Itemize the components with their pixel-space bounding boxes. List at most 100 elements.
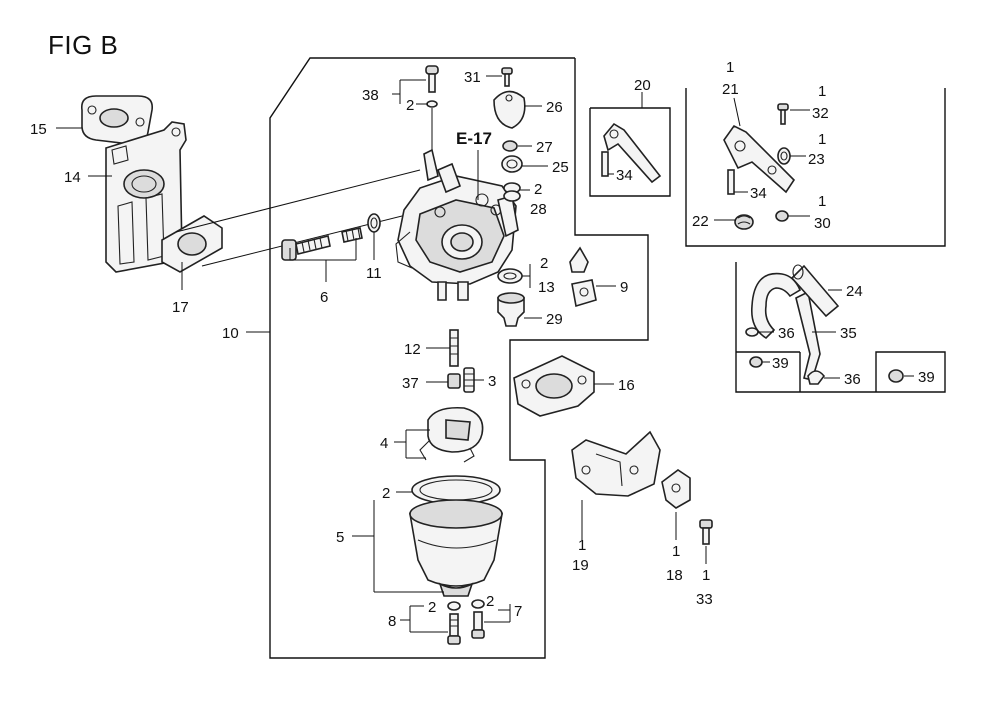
screw-part-33: [699, 519, 713, 545]
callout-23: 23: [808, 151, 825, 168]
callout-36-upper: 36: [778, 325, 795, 342]
callout-28: 28: [530, 201, 547, 218]
o-ring-part-28: [503, 182, 521, 202]
callout-22: 22: [692, 213, 709, 230]
callout-12: 12: [404, 341, 421, 358]
fuel-tube-box: [735, 262, 946, 393]
callout-33: 33: [696, 591, 713, 608]
choke-lever-box-20: [589, 107, 671, 197]
callout-36-lower: 36: [844, 371, 861, 388]
callout-24: 24: [846, 283, 863, 300]
insulator-bracket-part-14: [105, 121, 187, 273]
spring-part-27: [502, 140, 518, 152]
reference-E-17: E-17: [456, 129, 492, 148]
callout-18: 18: [666, 567, 683, 584]
callout-2-screw-washer: 2: [406, 97, 414, 114]
callout-37: 37: [402, 375, 419, 392]
callout-20: 20: [634, 77, 651, 94]
leader-lines: [56, 75, 914, 633]
callout-2-drain-washer: 2: [428, 599, 436, 616]
callout-39-left: 39: [772, 355, 789, 372]
callout-1-lever: 1: [672, 543, 680, 560]
spring-part-22: [734, 214, 754, 230]
drain-bolt-part-29: [497, 292, 525, 327]
callout-39-right: 39: [918, 369, 935, 386]
float-valve-part-9: [569, 246, 597, 308]
callout-7: 7: [514, 603, 522, 620]
needle-valve-part-25: [501, 155, 523, 173]
callout-1-bracket: 1: [578, 537, 586, 554]
figure-title: FIG B: [48, 30, 119, 60]
gasket-part-16: [513, 355, 595, 417]
callout-29: 29: [546, 311, 563, 328]
bolt-part-7: [471, 599, 485, 639]
callout-26: 26: [546, 99, 563, 116]
callout-30: 30: [814, 215, 831, 232]
spring-part-23: [777, 147, 791, 165]
callout-5: 5: [336, 529, 344, 546]
callout-17: 17: [172, 299, 189, 316]
callout-34-governor: 34: [750, 185, 767, 202]
nozzle-part-37: [447, 373, 461, 389]
callout-14: 14: [64, 169, 81, 186]
float-part-4: [419, 406, 484, 463]
callout-35: 35: [840, 325, 857, 342]
callout-16: 16: [618, 377, 635, 394]
bracket-part-19: [571, 430, 661, 497]
callout-1-nut-30: 1: [818, 193, 826, 210]
clip-part-36: [745, 327, 759, 337]
callout-1-group-21: 1: [726, 59, 734, 76]
callout-38: 38: [362, 87, 379, 104]
pilot-screw-part-6: [281, 227, 363, 261]
clamp-part-39b: [888, 369, 904, 383]
governor-arm-part-21: [723, 124, 796, 195]
callout-labels: 15 14 17 10 6 11 38 2 31 26 E-17 27 25 2…: [30, 59, 935, 630]
clamp-part-39: [749, 356, 763, 368]
screw-part-32: [777, 103, 789, 125]
callout-31: 31: [464, 69, 481, 86]
callout-2-o-ring: 2: [534, 181, 542, 198]
gasket-part-13: [497, 268, 523, 284]
callout-27: 27: [536, 139, 553, 156]
callout-6: 6: [320, 289, 328, 306]
clip-part-36b: [807, 370, 826, 385]
callout-1-screw-32: 1: [818, 83, 826, 100]
choke-lever-part-20: [601, 122, 662, 184]
governor-arm-box-21: [685, 88, 946, 247]
jet-part-3: [463, 367, 475, 393]
screw-part-38: [425, 65, 439, 150]
callout-4: 4: [380, 435, 388, 452]
callout-1-screw-33: 1: [702, 567, 710, 584]
callout-2-chamber-o-ring: 2: [382, 485, 390, 502]
callout-11: 11: [366, 265, 382, 282]
carburetor-assembly-frame: [269, 57, 649, 659]
screw-part-31: [501, 67, 513, 87]
nut-part-30: [775, 210, 789, 222]
callout-9: 9: [620, 279, 628, 296]
callout-1-spring-23: 1: [818, 131, 826, 148]
callout-34-choke: 34: [616, 167, 633, 184]
carburetor-body: [395, 148, 519, 301]
callout-13: 13: [538, 279, 555, 296]
drain-screw-part-8: [447, 601, 461, 645]
gasket-part-17: [161, 215, 223, 273]
callout-8: 8: [388, 613, 396, 630]
cover-part-26: [493, 90, 526, 129]
gasket-part-15: [80, 95, 154, 146]
callout-10: 10: [222, 325, 239, 342]
callout-21: 21: [722, 81, 739, 98]
callout-2-gasket: 2: [540, 255, 548, 272]
callout-2-bolt-washer: 2: [486, 593, 494, 610]
tube-part-24: [790, 264, 840, 318]
callout-19: 19: [572, 557, 589, 574]
lever-part-18: [661, 469, 691, 509]
callout-32: 32: [812, 105, 829, 122]
float-chamber-part-5: [408, 499, 504, 597]
main-jet-part-12: [449, 329, 459, 367]
o-ring-part-11: [367, 213, 381, 233]
callout-25: 25: [552, 159, 569, 176]
callout-15: 15: [30, 121, 47, 138]
callout-3: 3: [488, 373, 496, 390]
